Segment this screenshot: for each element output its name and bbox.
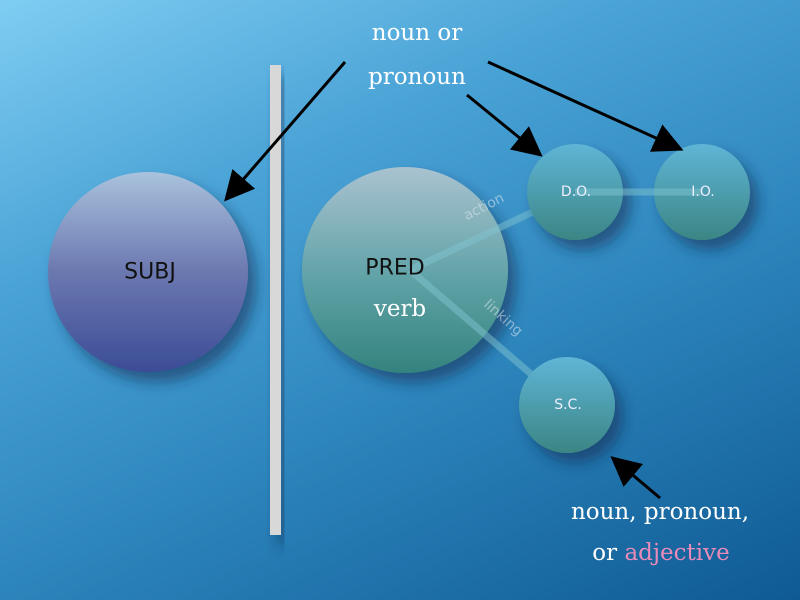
top-label-line2: pronoun bbox=[368, 64, 466, 90]
predicate-circle bbox=[302, 167, 508, 373]
bottom-label-prefix: or bbox=[592, 540, 618, 566]
subject-complement-label: S.C. bbox=[554, 397, 582, 413]
indirect-object-label: I.O. bbox=[691, 184, 715, 200]
top-label-line1: noun or bbox=[371, 20, 463, 46]
bottom-label-line1: noun, pronoun, bbox=[570, 499, 750, 525]
subject-complement-circle bbox=[519, 357, 615, 453]
arrow-to-subject bbox=[224, 61, 347, 202]
bottom-label-line2: or adjective bbox=[592, 540, 729, 566]
divider-bar bbox=[270, 65, 281, 535]
arrow-to-subject-complement bbox=[610, 456, 661, 500]
bottom-label-highlight: adjective bbox=[624, 540, 730, 566]
subject-label: SUBJ bbox=[124, 259, 176, 285]
predicate-sub-label: verb bbox=[373, 296, 427, 322]
arrow-to-direct-object bbox=[466, 93, 543, 157]
direct-object-label: D.O. bbox=[560, 184, 592, 200]
predicate-label: PRED bbox=[365, 255, 425, 281]
subject-circle bbox=[48, 172, 248, 372]
arrow-to-indirect-object bbox=[487, 60, 684, 152]
